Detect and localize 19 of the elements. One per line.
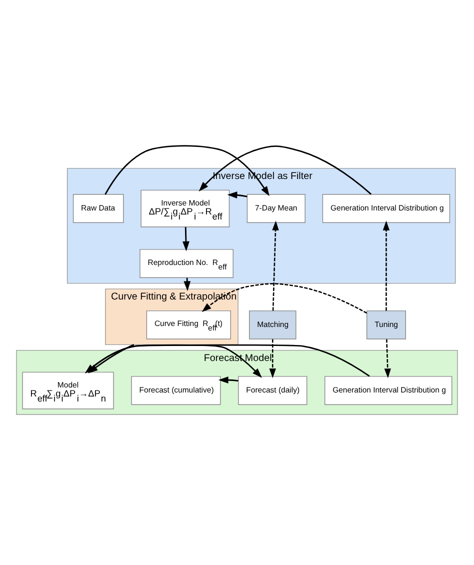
arrow xyxy=(384,338,391,378)
arrow xyxy=(84,344,370,376)
arrow xyxy=(272,220,279,310)
node-box: Generation Interval Distribution g xyxy=(324,376,452,404)
node-box: Matching xyxy=(249,310,296,339)
node-box: Forecast (cumulative) xyxy=(131,376,221,404)
arrow xyxy=(182,226,190,251)
arrow xyxy=(198,144,372,194)
arrow xyxy=(382,220,390,310)
node-box: Generation Interval Distribution g xyxy=(322,194,450,222)
node-box: Forecast (daily) xyxy=(238,376,308,404)
arrow xyxy=(218,376,238,383)
arrow xyxy=(202,282,368,314)
arrow xyxy=(269,338,276,378)
node-box: Raw Data xyxy=(72,194,124,222)
arrow xyxy=(104,144,270,196)
arrow xyxy=(227,191,248,198)
node-box: Tuning xyxy=(366,310,406,339)
node-box: 7-Day Mean xyxy=(246,194,306,222)
